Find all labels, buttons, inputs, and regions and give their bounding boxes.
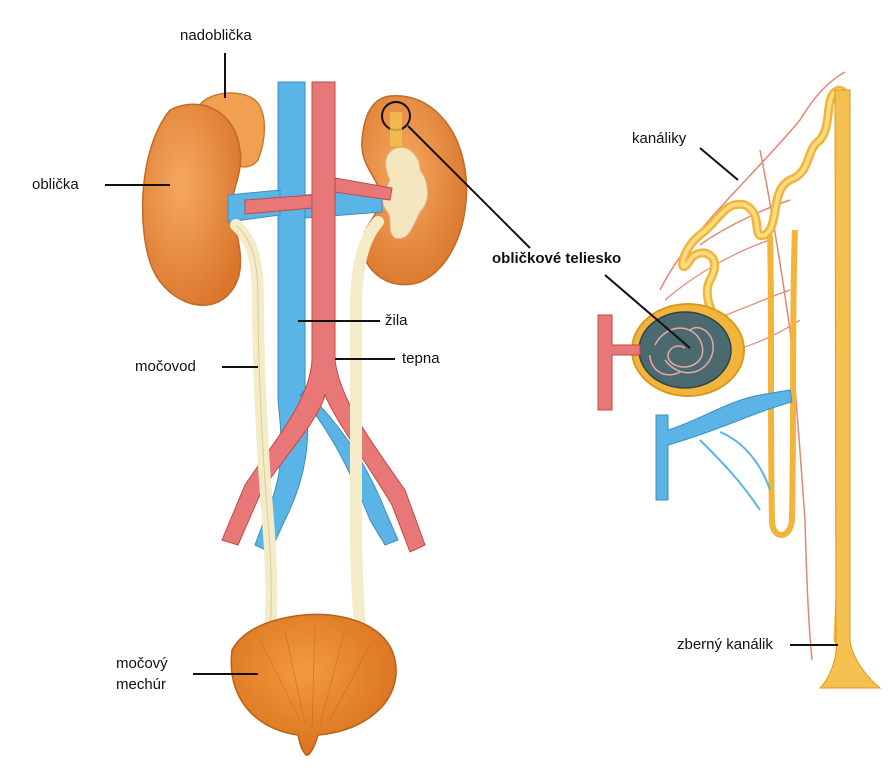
leader-corpuscle-top bbox=[407, 125, 531, 249]
arteriole bbox=[597, 314, 641, 411]
leader-tubules bbox=[699, 147, 739, 181]
venule bbox=[655, 389, 793, 501]
label-kidney: oblička bbox=[32, 176, 79, 193]
label-bladder-line1: močový bbox=[116, 655, 168, 672]
label-artery: tepna bbox=[402, 350, 440, 367]
bladder bbox=[230, 613, 397, 756]
leader-corpuscle-bottom bbox=[604, 274, 691, 349]
right-ureter bbox=[350, 216, 384, 634]
artery bbox=[221, 81, 426, 553]
label-bladder-line2: mechúr bbox=[116, 676, 167, 693]
label-adrenal: nadoblička bbox=[180, 27, 252, 44]
renal-pelvis bbox=[382, 147, 428, 240]
left-kidney bbox=[141, 103, 242, 306]
loop-of-henle bbox=[767, 229, 798, 538]
label-collecting-duct: zberný kanálik bbox=[677, 636, 773, 653]
label-renal-corpuscle: obličkové teliesko bbox=[492, 250, 622, 267]
left-ureter bbox=[230, 219, 278, 634]
label-ureter: močovod bbox=[135, 358, 196, 375]
label-vein: žila bbox=[385, 312, 408, 329]
glomerulus bbox=[638, 311, 732, 389]
label-tubules: kanáliky bbox=[632, 130, 687, 147]
collecting-duct bbox=[818, 89, 882, 689]
